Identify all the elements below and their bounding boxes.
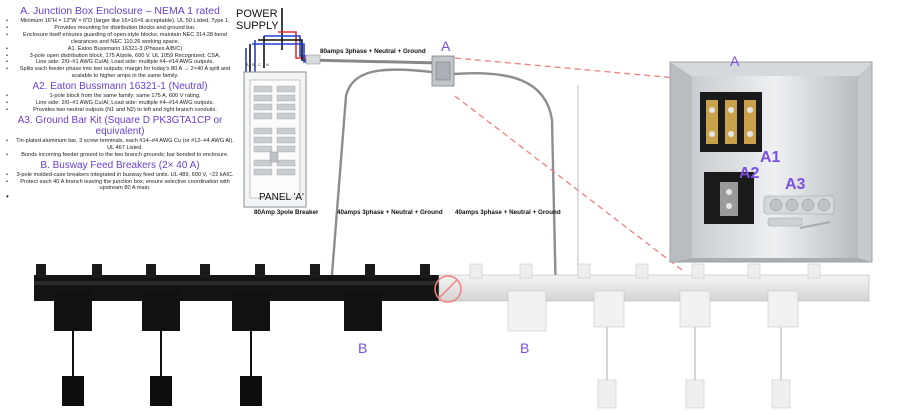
busway-callout-left: B [358,340,367,356]
note-bullet: A1. Eaton Bussmann 16321-3 (Phases A/B/C… [4,46,236,53]
note-bullet: Splits each feeder phase into two output… [4,66,236,80]
note-bullet: Enclosure itself ensures guarding of ope… [4,32,236,46]
enclosure-callout-a: A [730,53,740,69]
junction-box-a [431,55,455,87]
note-bullet: 1-pole block from the same family; same … [4,93,236,100]
busway-right-light [438,263,870,409]
left-branch-label: 40amps 3phase + Neutral + Ground [337,209,443,216]
note-bullet: Tin-plated aluminum bar, 3 screw termina… [4,138,236,152]
note-bullet: Provides mounting for distribution block… [4,25,236,32]
busway-callout-right: B [520,340,529,356]
a3-callout: A3 [785,176,806,193]
section-a3-title: A3. Ground Bar Kit (Square D PK3GTA1CP o… [17,114,223,137]
section-a2-title: A2. Eaton Bussmann 16321-1 (Neutral) [32,81,208,93]
note-bullet: Bonds incoming feeder ground to the two … [4,152,236,159]
power-supply-label: POWER [236,8,278,20]
panel-label: PANEL 'A' [259,192,304,203]
wire-label-b: B [252,62,255,67]
prohibited-icon [434,275,462,303]
branch-conduits [328,68,558,301]
callout-lines [454,57,683,271]
feeder-conduit [305,54,441,65]
note-bullet: 3-pole open distribution block, 175 A/po… [4,53,236,60]
empty-bullet: • [6,192,9,202]
a2-callout: A2 [739,165,760,182]
note-bullet: Line side: 2/0–#1 AWG Cu/Al; Load side: … [4,59,236,66]
notes-panel: A. Junction Box Enclosure – NEMA 1 rated… [4,4,236,201]
junction-callout-a: A [441,38,451,54]
a3-ground-bar [763,195,835,229]
busway-left-dark [34,264,439,406]
wire-label-n: N [266,62,269,67]
note-bullet: Minimum 16"H × 12"W × 6"D (larger like 1… [4,18,236,25]
wire-label-a: A [246,62,249,67]
panel-a [243,71,307,208]
a1-distribution-block [700,92,762,152]
section-b-title: B. Busway Feed Breakers (2× 40 A) [40,159,200,171]
a1-callout: A1 [760,149,781,166]
note-bullet: Line side: 2/0–#1 AWG Cu/Al; Load side: … [4,100,236,107]
a2-neutral-block [704,172,754,224]
note-bullet: Provides two neutral outputs (N1 and N2)… [4,107,236,114]
feeder-label: 80amps 3phase + Neutral + Ground [320,48,426,55]
power-supply-label-line2: SUPPLY [236,20,279,32]
note-bullet: Protect each 40 A branch leaving the jun… [4,179,236,193]
wire-label-c: C [258,62,261,67]
section-a-title: A. Junction Box Enclosure – NEMA 1 rated [20,5,220,17]
note-bullet: 3-pole molded-case breakers integrated i… [4,172,236,179]
right-branch-label: 40amps 3phase + Neutral + Ground [455,209,561,216]
breaker-label: 80Amp 3pole Breaker [254,209,319,216]
